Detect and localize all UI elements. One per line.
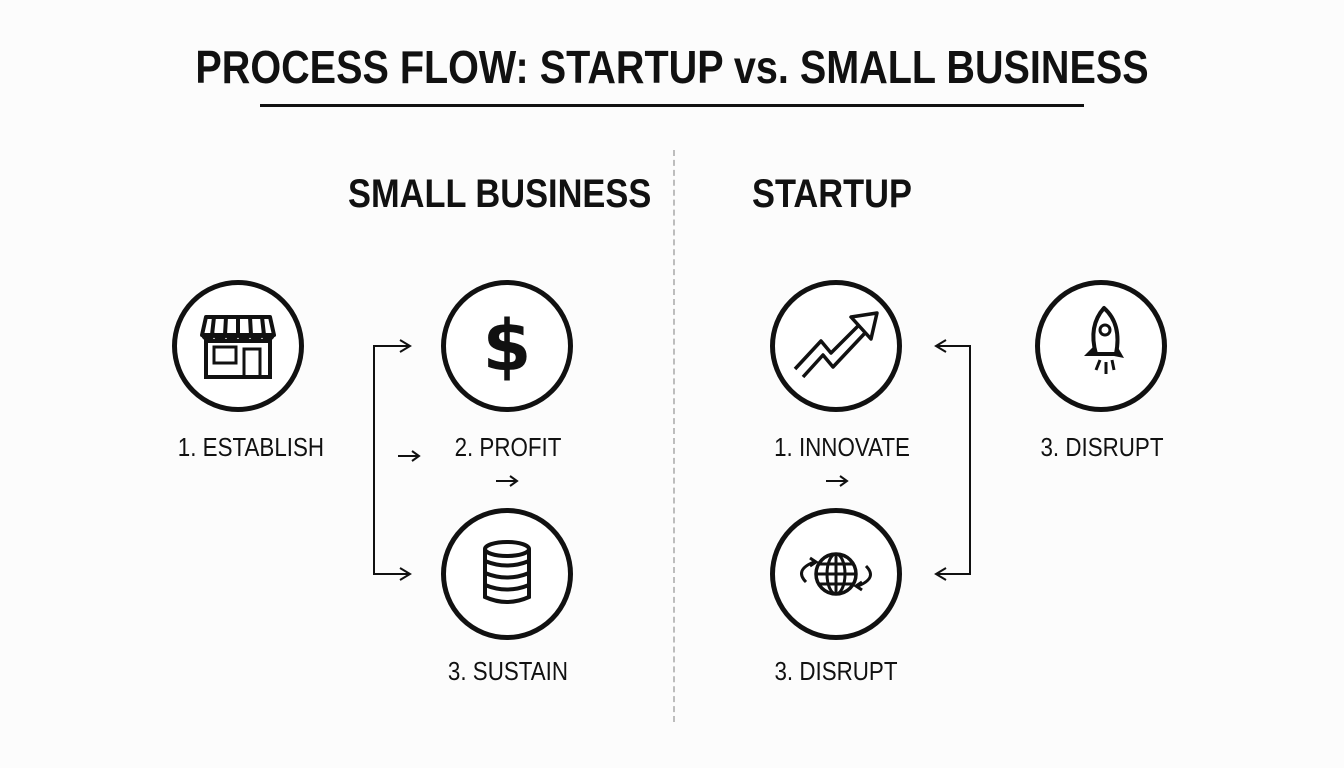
disrupt-node-bottom (770, 508, 902, 640)
su-bracket-line (938, 345, 971, 575)
svg-text:$: $ (483, 306, 532, 386)
su-arrowhead-top (934, 339, 947, 353)
section-divider (673, 150, 675, 722)
profit-label: 2. PROFIT (454, 432, 562, 462)
sb-small-arrow-2 (496, 475, 519, 487)
sb-small-arrow-1 (398, 450, 421, 462)
storefront-icon (200, 315, 276, 379)
sustain-label: 3. SUSTAIN (447, 656, 569, 686)
small-business-heading: SMALL BUSINESS (348, 172, 652, 216)
startup-heading: STARTUP (752, 172, 912, 216)
rocket-icon (1084, 306, 1124, 374)
dollar-sign-icon: $ (483, 306, 532, 386)
globe-cycle-icon (800, 552, 872, 596)
su-small-arrow (826, 475, 849, 487)
coin-stack-icon (483, 540, 531, 604)
title-underline (260, 104, 1084, 107)
innovate-node (770, 280, 902, 412)
sb-arrowhead-bottom (399, 567, 412, 581)
establish-node (172, 280, 304, 412)
disrupt-label-right: 3. DISRUPT (1040, 432, 1164, 462)
establish-label: 1. ESTABLISH (177, 432, 325, 462)
page-title: PROCESS FLOW: STARTUP vs. SMALL BUSINESS (195, 41, 1149, 93)
su-arrowhead-bottom (934, 567, 947, 581)
profit-node: $ (441, 280, 573, 412)
sb-bracket-line (373, 345, 408, 575)
innovate-label: 1. INNOVATE (774, 432, 910, 462)
sustain-node (441, 508, 573, 640)
disrupt-node-right (1035, 280, 1167, 412)
disrupt-label-bottom: 3. DISRUPT (774, 656, 898, 686)
trend-up-arrow-icon (793, 311, 879, 379)
sb-arrowhead-top (399, 339, 412, 353)
